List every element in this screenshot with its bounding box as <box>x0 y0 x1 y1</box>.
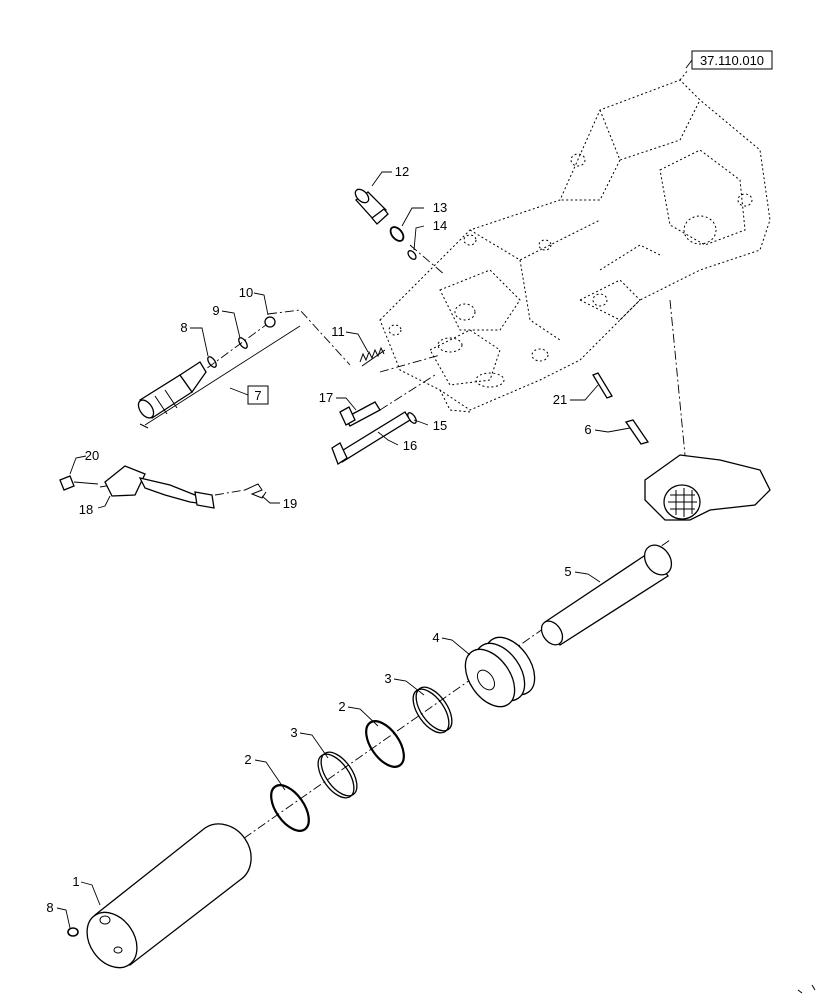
lift-arm[interactable] <box>644 454 771 521</box>
callout-21[interactable]: 21 <box>553 392 567 407</box>
part-16-bolt-long[interactable] <box>331 411 411 465</box>
callout-18[interactable]: 18 <box>79 502 93 517</box>
part-21-roll-pin[interactable] <box>592 372 613 399</box>
part-3-backup-ring-left[interactable] <box>311 746 364 804</box>
group-label: 7 <box>254 388 261 403</box>
group-box[interactable]: 7 <box>247 385 269 405</box>
callout-4[interactable]: 4 <box>432 630 439 645</box>
part-14-o-ring[interactable] <box>406 249 417 261</box>
center-lines <box>99 244 686 849</box>
part-10-ball[interactable] <box>264 316 276 328</box>
group-7-bracket-lead <box>229 387 249 396</box>
callout-19[interactable]: 19 <box>283 496 297 511</box>
part-8-retaining-ring-upper[interactable] <box>206 355 218 368</box>
part-5-connecting-rod[interactable] <box>537 540 677 649</box>
callout-11[interactable]: 11 <box>331 324 345 339</box>
callout-8-lower[interactable]: 8 <box>46 900 53 915</box>
callout-16[interactable]: 16 <box>403 438 417 453</box>
part-3-backup-ring-right[interactable] <box>406 681 459 739</box>
callout-10[interactable]: 10 <box>239 285 253 300</box>
callout-8-upper[interactable]: 8 <box>180 320 187 335</box>
part-12-valve-plug[interactable] <box>353 187 389 225</box>
leader-lines <box>56 171 631 929</box>
callout-14[interactable]: 14 <box>433 218 447 233</box>
part-2-o-ring-left[interactable] <box>264 779 317 838</box>
part-17-bolt-short[interactable] <box>339 401 381 427</box>
part-11-spring[interactable] <box>359 346 386 367</box>
part-6-pin[interactable] <box>624 419 650 445</box>
part-8-o-ring-lower[interactable] <box>67 927 79 937</box>
callout-2-left[interactable]: 2 <box>244 752 251 767</box>
part-13-o-ring[interactable] <box>388 225 406 244</box>
callout-17[interactable]: 17 <box>319 390 333 405</box>
callout-9[interactable]: 9 <box>212 303 219 318</box>
callout-3-right[interactable]: 3 <box>384 671 391 686</box>
callout-12[interactable]: 12 <box>395 164 409 179</box>
callout-15[interactable]: 15 <box>433 418 447 433</box>
part-9-ring[interactable] <box>237 336 249 349</box>
part-7-relief-valve-assembly[interactable] <box>135 361 207 429</box>
part-4-piston[interactable] <box>455 628 544 715</box>
part-18-position-sensor[interactable] <box>104 465 215 509</box>
reference-label: 37.110.010 <box>700 53 764 68</box>
callout-labels: 1 8 2 3 2 3 4 5 6 21 8 9 10 11 12 13 14 … <box>46 164 591 915</box>
callout-2-right[interactable]: 2 <box>338 699 345 714</box>
callout-5[interactable]: 5 <box>564 564 571 579</box>
callout-1[interactable]: 1 <box>72 874 79 889</box>
lift-housing-reference <box>379 69 771 413</box>
part-19-clip[interactable] <box>244 483 267 499</box>
part-20-bolt[interactable] <box>59 475 99 491</box>
callout-3-left[interactable]: 3 <box>290 725 297 740</box>
reference-box[interactable]: 37.110.010 <box>685 50 773 70</box>
corner-marks <box>797 984 816 994</box>
callout-6[interactable]: 6 <box>584 422 591 437</box>
callout-20[interactable]: 20 <box>85 448 99 463</box>
callout-13[interactable]: 13 <box>433 200 447 215</box>
part-2-o-ring-right[interactable] <box>359 715 412 774</box>
group-7-bracket-line <box>144 325 301 426</box>
part-1-ram-cylinder[interactable] <box>77 823 252 977</box>
